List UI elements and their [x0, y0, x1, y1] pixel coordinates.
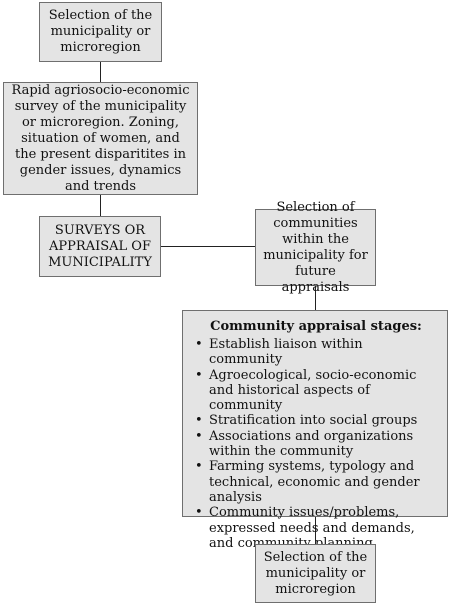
rapid-survey-box: Rapid agriosocio-economic survey of the … — [3, 82, 198, 195]
connector-communities-to-stages — [315, 286, 316, 310]
surveys-appraisal-box: SURVEYS OR APPRAISAL OF MUNICIPALITY — [39, 216, 161, 277]
stage-item: Stratification into social groups — [195, 413, 437, 429]
connector-top-to-survey — [100, 62, 101, 82]
selection-municipality-label: Selection of the municipality or microre… — [48, 8, 153, 55]
connector-survey-to-appraisal — [100, 195, 101, 216]
rapid-survey-label: Rapid agriosocio-economic survey of the … — [11, 82, 190, 194]
connector-appraisal-to-communities — [161, 246, 255, 247]
stages-list: Establish liaison within community Agroe… — [195, 337, 437, 551]
community-appraisal-stages-box: Community appraisal stages: Establish li… — [182, 310, 448, 551]
selection-communities-label: Selection of communities within the muni… — [263, 199, 368, 295]
stage-item: Farming systems, typology and technical,… — [195, 459, 437, 505]
selection-municipality-bottom-label: Selection of the municipality or microre… — [263, 549, 368, 597]
stage-item: Associations and organizations within th… — [195, 429, 437, 460]
stage-item: Community issues/problems, expressed nee… — [195, 505, 437, 551]
selection-municipality-box: Selection of the municipality or microre… — [39, 2, 162, 62]
stage-item: Agroecological, socio-economic and histo… — [195, 368, 437, 414]
stage-item: Establish liaison within community — [195, 337, 437, 368]
selection-municipality-bottom-box: Selection of the municipality or microre… — [255, 544, 376, 603]
selection-communities-box: Selection of communities within the muni… — [255, 200, 376, 295]
stages-title: Community appraisal stages: — [210, 319, 422, 334]
surveys-appraisal-label: SURVEYS OR APPRAISAL OF MUNICIPALITY — [48, 222, 152, 270]
